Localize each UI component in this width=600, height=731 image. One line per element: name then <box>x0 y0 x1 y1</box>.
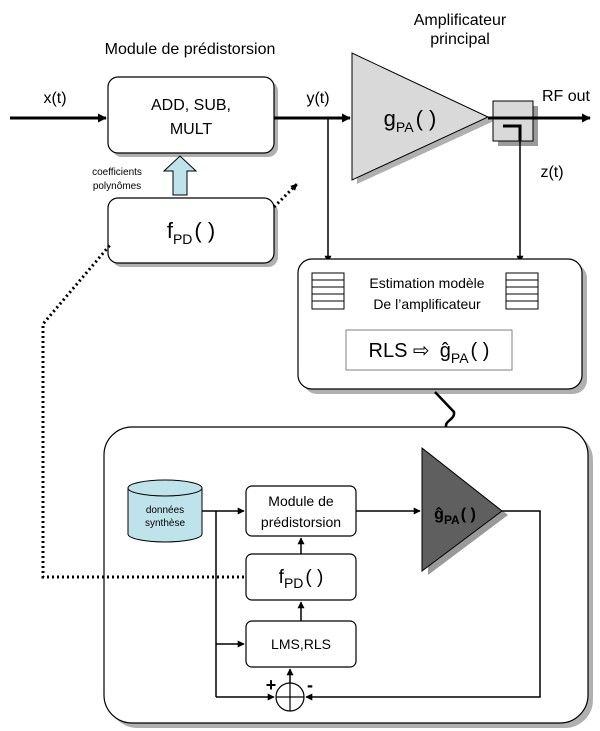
summer-icon <box>275 682 305 712</box>
input-signal-label: x(t) <box>43 90 66 107</box>
estimation-line1: Estimation modèle <box>369 275 484 291</box>
coupler-coupled-path <box>503 124 522 141</box>
main-amplifier <box>351 52 490 181</box>
amp-title-line2: principal <box>430 31 490 48</box>
fpd-box-top <box>107 197 275 264</box>
estimation-line2: De l’amplificateur <box>373 296 481 312</box>
summer-minus-sign: - <box>307 675 313 695</box>
database-label-1: données <box>146 505 184 516</box>
estimated-amplifier <box>421 446 503 572</box>
feedback-label: z(t) <box>540 164 563 181</box>
coupler <box>492 100 534 142</box>
update-arrow-dotted <box>272 182 299 209</box>
summer-plus-sign: + <box>266 675 277 695</box>
predistorted-signal-label: y(t) <box>306 90 329 107</box>
ops-line2: MULT <box>170 121 213 138</box>
main-amp-gain-label: gPA( ) <box>384 106 437 135</box>
rf-out-label: RF out <box>542 88 591 105</box>
coefficient-arrow <box>162 155 198 196</box>
database-icon <box>127 479 203 543</box>
module-bottom-line2: prédistorsion <box>261 514 341 530</box>
buffer-right-icon <box>505 272 539 310</box>
estimated-amp-label: ĝPA( ) <box>434 506 476 527</box>
estimated-amp-output-loop <box>305 510 541 701</box>
rls-box <box>345 329 513 371</box>
coefficient-update-dotted-path <box>41 244 244 579</box>
module-bottom-line1: Module de <box>268 493 334 509</box>
coefficient-label-1: coefficients <box>92 167 142 178</box>
fpd-label-top: fPD( ) <box>167 218 215 247</box>
amp-title-line1: Amplificateur <box>414 12 507 29</box>
ops-line1: ADD, SUB, <box>151 97 231 114</box>
buffer-left-icon <box>311 272 345 310</box>
database-label-2: synthèse <box>145 518 185 529</box>
ops-box <box>107 76 275 154</box>
algo-label: LMS,RLS <box>271 636 331 652</box>
predistortion-module-title: Module de prédistorsion <box>105 41 276 58</box>
rls-label: RLS ⇨ĝPA( ) <box>369 340 490 366</box>
fpd-label-bottom: fPD( ) <box>279 567 324 591</box>
coefficient-label-2: polynômes <box>93 181 141 192</box>
